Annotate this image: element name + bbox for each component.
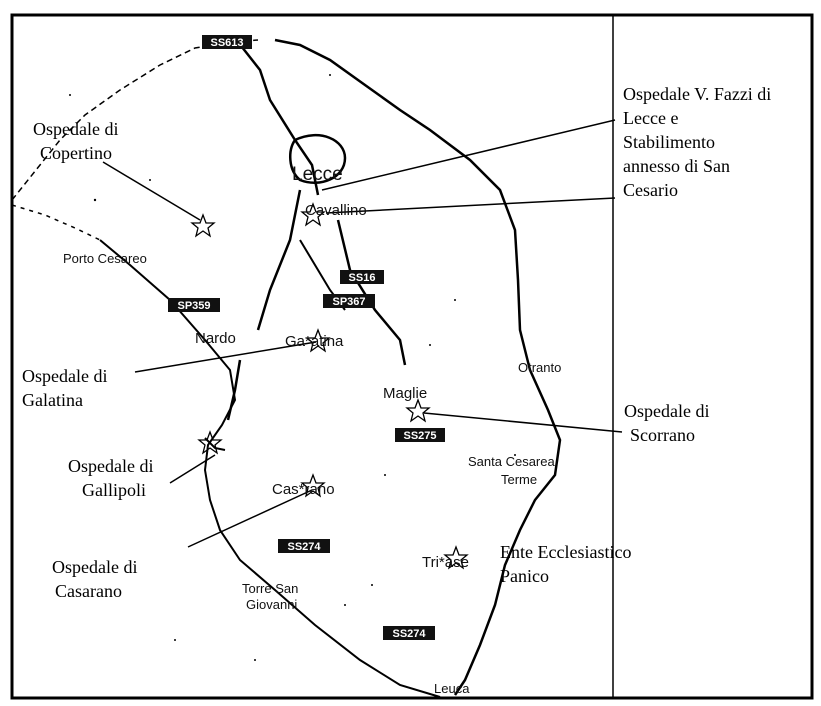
- callout-copertino-line-1: Ospedale di: [33, 119, 118, 139]
- city-label-lecce: Lecce: [292, 164, 343, 185]
- city-label-tricase: Tri*ase: [422, 554, 469, 571]
- road-shield-ss16: SS16: [340, 270, 384, 284]
- leader-fazzi-cavallino: [325, 197, 616, 214]
- road-line-north: [237, 41, 320, 196]
- city-label-cavallino: Cavallino: [305, 202, 367, 219]
- hospital-star-copertino-icon: [190, 213, 216, 238]
- leader-fazzi-lecce: [321, 119, 616, 191]
- hospital-star-tricase-icon: [443, 545, 469, 570]
- callout-casarano-line-1: Ospedale di: [52, 557, 137, 577]
- road-label-sp367: SP367: [332, 296, 365, 308]
- city-label-maglie: Maglie: [383, 385, 427, 402]
- leader-scorrano: [423, 412, 623, 433]
- road-line-nardo: [256, 189, 302, 331]
- callout-panico: Ente Ecclesiastico Panico: [500, 542, 636, 586]
- road-shield-sp359: SP359: [168, 298, 220, 312]
- city-label-otranto: Otranto: [518, 360, 561, 375]
- city-label-casarano: Cas*rano: [272, 481, 335, 498]
- leader-galatina: [134, 341, 317, 373]
- ionian-coastline: [99, 239, 441, 698]
- callout-copertino: Ospedale di Copertino: [33, 119, 123, 163]
- callout-fazzi-line-4: annesso di San: [623, 156, 730, 176]
- map-frame: [10, 13, 814, 700]
- callout-panico-line-1: Ente Ecclesiastico: [500, 542, 631, 562]
- city-label-giovanni: Giovanni: [246, 597, 297, 612]
- callout-fazzi: Ospedale V. Fazzi di Lecce e Stabiliment…: [623, 84, 776, 200]
- hospital-star-gallipoli-icon: [197, 430, 223, 455]
- city-label-nardo: Nardo: [195, 330, 236, 347]
- road-label-ss274-south: SS274: [392, 628, 426, 640]
- city-label-leuca: Leuca: [434, 681, 470, 696]
- callout-scorrano: Ospedale di Scorrano: [624, 401, 714, 445]
- callout-fazzi-line-2: Lecce e: [623, 108, 678, 128]
- callout-gallipoli: Ospedale di Gallipoli: [68, 456, 158, 500]
- city-label-porto-cesareo: Porto Cesareo: [63, 251, 147, 266]
- callout-panico-line-2: Panico: [500, 566, 549, 586]
- hospital-star-casarano-icon: [300, 473, 326, 498]
- callout-gallipoli-line-2: Gallipoli: [82, 480, 146, 500]
- road-label-ss16: SS16: [349, 272, 376, 284]
- northwest-shore: [11, 204, 101, 241]
- callout-fazzi-line-1: Ospedale V. Fazzi di: [623, 84, 771, 104]
- callout-copertino-line-2: Copertino: [40, 143, 112, 163]
- city-label-terme: Terme: [501, 472, 537, 487]
- coastline: [274, 38, 562, 696]
- callout-gallipoli-line-1: Ospedale di: [68, 456, 153, 476]
- leader-copertino: [102, 161, 201, 221]
- road-line-gallipoli: [226, 359, 242, 421]
- road-shield-ss274-south: SS274: [383, 626, 435, 640]
- road-shield-ss613: SS613: [202, 35, 252, 49]
- road-shield-ss275: SS275: [395, 428, 445, 442]
- city-label-torre-san: Torre San: [242, 581, 298, 596]
- city-label-galatina: Ga*atina: [285, 333, 344, 350]
- road-line-maglie: [336, 219, 407, 366]
- hospital-star-galatina-icon: [305, 328, 331, 353]
- leader-casarano: [187, 489, 313, 548]
- lecce-ring: [289, 134, 347, 185]
- leader-gallipoli: [169, 454, 216, 484]
- callout-galatina-line-1: Ospedale di: [22, 366, 107, 386]
- road-label-ss613: SS613: [210, 37, 243, 49]
- callout-fazzi-line-5: Cesario: [623, 180, 678, 200]
- road-label-ss275: SS275: [403, 430, 436, 442]
- road-label-ss274-north: SS274: [287, 541, 321, 553]
- hospital-star-lecce-icon: [300, 202, 326, 227]
- road-shield-sp367: SP367: [323, 294, 375, 308]
- callout-scorrano-line-1: Ospedale di: [624, 401, 709, 421]
- callout-galatina: Ospedale di Galatina: [22, 366, 112, 410]
- road-label-sp359: SP359: [177, 300, 210, 312]
- road-shield-ss274-north: SS274: [278, 539, 330, 553]
- callout-scorrano-line-2: Scorrano: [630, 425, 695, 445]
- callout-galatina-line-2: Galatina: [22, 390, 83, 410]
- callout-fazzi-line-3: Stabilimento: [623, 132, 715, 152]
- city-label-santa-cesarea: Santa Cesarea: [468, 454, 555, 469]
- gallipoli-spit: [204, 437, 226, 451]
- callout-casarano: Ospedale di Casarano: [52, 557, 142, 601]
- callout-casarano-line-2: Casarano: [55, 581, 122, 601]
- map-speckles: [69, 74, 516, 661]
- hospital-star-scorrano-icon: [405, 398, 431, 423]
